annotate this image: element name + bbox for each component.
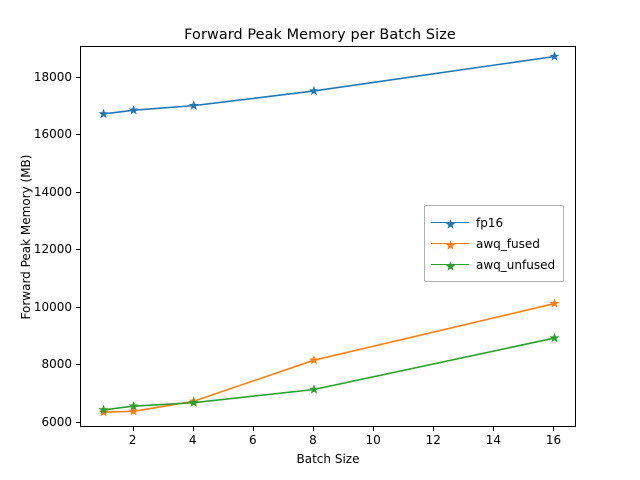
x-tick-label: 4 [188, 433, 197, 447]
legend-label-1: awq_fused [476, 236, 540, 251]
series-marker-star-icon-fp16-2 [128, 105, 139, 115]
y-tick-mark [76, 77, 80, 79]
legend-item-2: awq_unfused [431, 254, 555, 275]
y-tick-label: 6000 [41, 414, 72, 429]
legend-label-0: fp16 [476, 215, 504, 230]
series-marker-star-icon-awq_unfused-2 [128, 400, 139, 411]
y-tick-mark [76, 134, 80, 136]
x-tick-mark [493, 427, 495, 431]
legend-swatch-line-star-icon [431, 216, 469, 230]
x-tick-mark [192, 427, 194, 431]
x-tick-mark [132, 427, 134, 431]
y-tick-label: 10000 [33, 299, 72, 314]
legend-label-2: awq_unfused [476, 257, 556, 272]
x-tick-mark [252, 427, 254, 431]
series-marker-star-icon-awq_unfused-16 [549, 332, 560, 343]
series-line-fp16 [102, 55, 556, 115]
y-tick-mark [76, 364, 80, 366]
chart-title: Forward Peak Memory per Batch Size [184, 27, 456, 43]
x-tick-label: 2 [128, 433, 137, 447]
x-axis-label: Batch Size [296, 452, 360, 466]
series-marker-star-icon-awq_fused-16 [549, 298, 560, 308]
series-marker-star-icon-awq_unfused-8 [309, 384, 319, 394]
legend-swatch-line-star-icon [431, 237, 469, 251]
legend-item-0: fp16 [431, 212, 555, 233]
series-marker-star-icon-awq_unfused-1 [98, 404, 109, 415]
y-tick-label: 18000 [33, 70, 72, 85]
y-tick-mark [76, 421, 80, 423]
legend-swatch-line-star-icon [431, 258, 469, 272]
x-tick-mark [433, 427, 435, 431]
series-marker-star-icon-fp16-1 [98, 108, 109, 119]
legend-star-icon-0 [444, 216, 457, 229]
x-tick-label: 10 [365, 433, 381, 447]
series-marker-star-icon-fp16-16 [549, 51, 560, 61]
y-tick-mark [76, 306, 80, 308]
y-tick-label: 16000 [33, 127, 72, 142]
x-tick-label: 14 [485, 433, 501, 447]
plot-area [80, 46, 576, 427]
x-tick-mark [373, 427, 375, 431]
series-marker-star-icon-awq_fused-2 [128, 406, 139, 416]
y-tick-label: 12000 [33, 242, 72, 257]
series-marker-star-icon-awq_fused-8 [309, 354, 319, 365]
legend-star-icon-2 [444, 258, 457, 271]
y-tick-label: 8000 [41, 357, 72, 372]
y-tick-label: 14000 [33, 184, 72, 199]
series-marker-star-icon-fp16-4 [188, 100, 199, 110]
series-line-awq_fused [102, 302, 556, 414]
y-tick-mark [76, 249, 80, 251]
legend-star-icon-1 [444, 237, 457, 250]
plot-lines [98, 51, 560, 417]
x-tick-mark [553, 427, 555, 431]
series-marker-star-icon-awq_unfused-4 [188, 397, 199, 407]
y-tick-mark [76, 191, 80, 193]
x-tick-label: 6 [249, 433, 257, 447]
x-tick-label: 12 [425, 433, 441, 447]
chart-legend[interactable]: fp16 awq_fused awq_unfused [424, 205, 565, 282]
series-line-awq_unfused [102, 337, 556, 411]
y-axis-label: Forward Peak Memory (MB) [19, 154, 33, 319]
x-tick-label: 8 [309, 433, 317, 447]
legend-item-1: awq_fused [431, 233, 555, 254]
x-tick-mark [312, 427, 314, 431]
x-tick-label: 16 [545, 433, 562, 447]
series-marker-star-icon-fp16-8 [309, 85, 319, 96]
